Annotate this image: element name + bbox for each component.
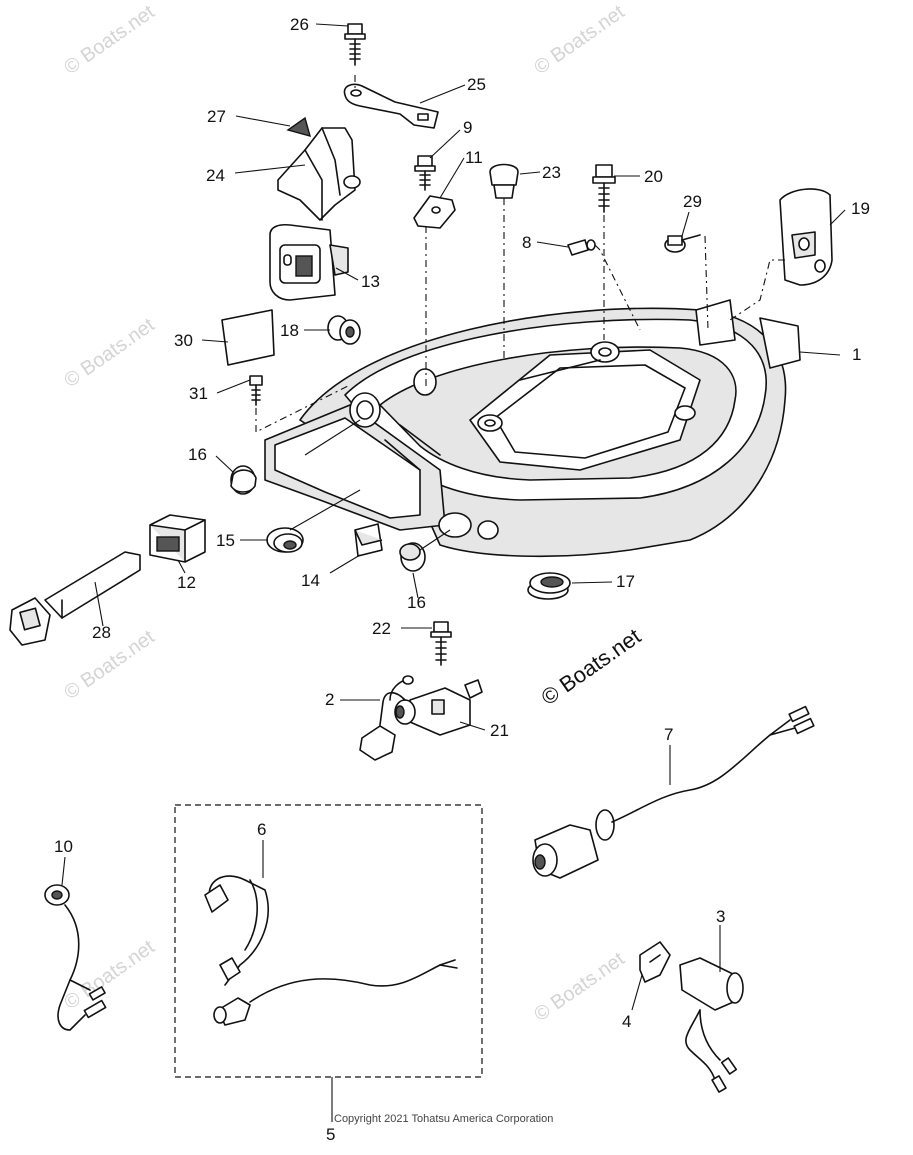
callout-23: 23: [542, 163, 561, 182]
lead-10: [44, 884, 107, 1031]
callout-22: 22: [372, 619, 391, 638]
lever-cover-24: [277, 127, 361, 221]
sleeve-12: [149, 514, 206, 563]
assembly-lines: [255, 75, 785, 433]
bolt-26: [344, 23, 366, 66]
callout-17: 17: [616, 572, 635, 591]
bolt-22: [430, 621, 452, 666]
callout-20: 20: [644, 167, 663, 186]
clip-4: [639, 941, 671, 983]
grommet-18: [327, 315, 361, 345]
switch-13: [269, 223, 349, 301]
callout-26: 26: [290, 15, 309, 34]
plug-23: [489, 163, 519, 199]
leader-lines: [61, 23, 846, 1122]
switch-7: [532, 705, 815, 879]
cap-27: [286, 116, 312, 137]
ignition-coil-21: [394, 679, 483, 736]
copyright-notice: Copyright 2021 Tohatsu America Corporati…: [334, 1113, 553, 1125]
sheet-30: [221, 309, 275, 366]
watermark: © Boats.net: [530, 1, 629, 79]
screw-31: [249, 375, 263, 406]
clip-11: [413, 195, 456, 229]
grommet-15: [266, 527, 304, 553]
callout-24: 24: [206, 166, 225, 185]
callout-1: 1: [852, 345, 861, 364]
handle-28: [9, 551, 141, 646]
callout-29: 29: [683, 192, 702, 211]
callout-27: 27: [207, 107, 226, 126]
watermark-main: © Boats.net: [537, 623, 646, 710]
cap-16-b: [399, 542, 426, 572]
switch-3: [679, 957, 744, 1093]
callout-5: 5: [326, 1125, 335, 1144]
callout-19: 19: [851, 199, 870, 218]
cap-16-a: [230, 465, 257, 495]
bracket-25: [343, 83, 439, 129]
callout-14: 14: [301, 571, 320, 590]
clip-14: [354, 523, 383, 557]
callout-25: 25: [467, 75, 486, 94]
lead-2: [359, 675, 414, 761]
bolt-29: [664, 234, 701, 253]
bolt-9: [414, 155, 436, 191]
callout-16a: 16: [188, 445, 207, 464]
callout-15: 15: [216, 531, 235, 550]
callout-3: 3: [716, 907, 725, 926]
watermark: © Boats.net: [60, 314, 159, 392]
callout-4: 4: [622, 1012, 631, 1031]
callout-28: 28: [92, 623, 111, 642]
watermark: © Boats.net: [60, 1, 159, 79]
lower-cowling: [264, 299, 801, 558]
bolt-20: [592, 164, 616, 213]
callout-16b: 16: [407, 593, 426, 612]
callout-10: 10: [54, 837, 73, 856]
callout-30: 30: [174, 331, 193, 350]
lanyard-6: [204, 875, 458, 1026]
callout-18: 18: [280, 321, 299, 340]
callout-7: 7: [664, 725, 673, 744]
plate-19: [779, 188, 833, 286]
callout-numbers: 1 2 3 4 5 6 7 8 9 10 11 12 13 14 15 16 1…: [54, 15, 870, 1144]
callout-11: 11: [465, 148, 483, 167]
screw-8: [567, 239, 596, 256]
callout-12: 12: [177, 573, 196, 592]
callout-8: 8: [522, 233, 531, 252]
callout-6: 6: [257, 820, 266, 839]
watermark: © Boats.net: [60, 936, 159, 1014]
kit-5-box: [174, 804, 483, 1078]
callout-13: 13: [361, 272, 380, 291]
callout-9: 9: [463, 118, 472, 137]
callout-2: 2: [325, 690, 334, 709]
grommet-17: [527, 572, 571, 600]
callout-21: 21: [490, 721, 509, 740]
callout-31: 31: [189, 384, 208, 403]
watermark: © Boats.net: [530, 948, 629, 1026]
